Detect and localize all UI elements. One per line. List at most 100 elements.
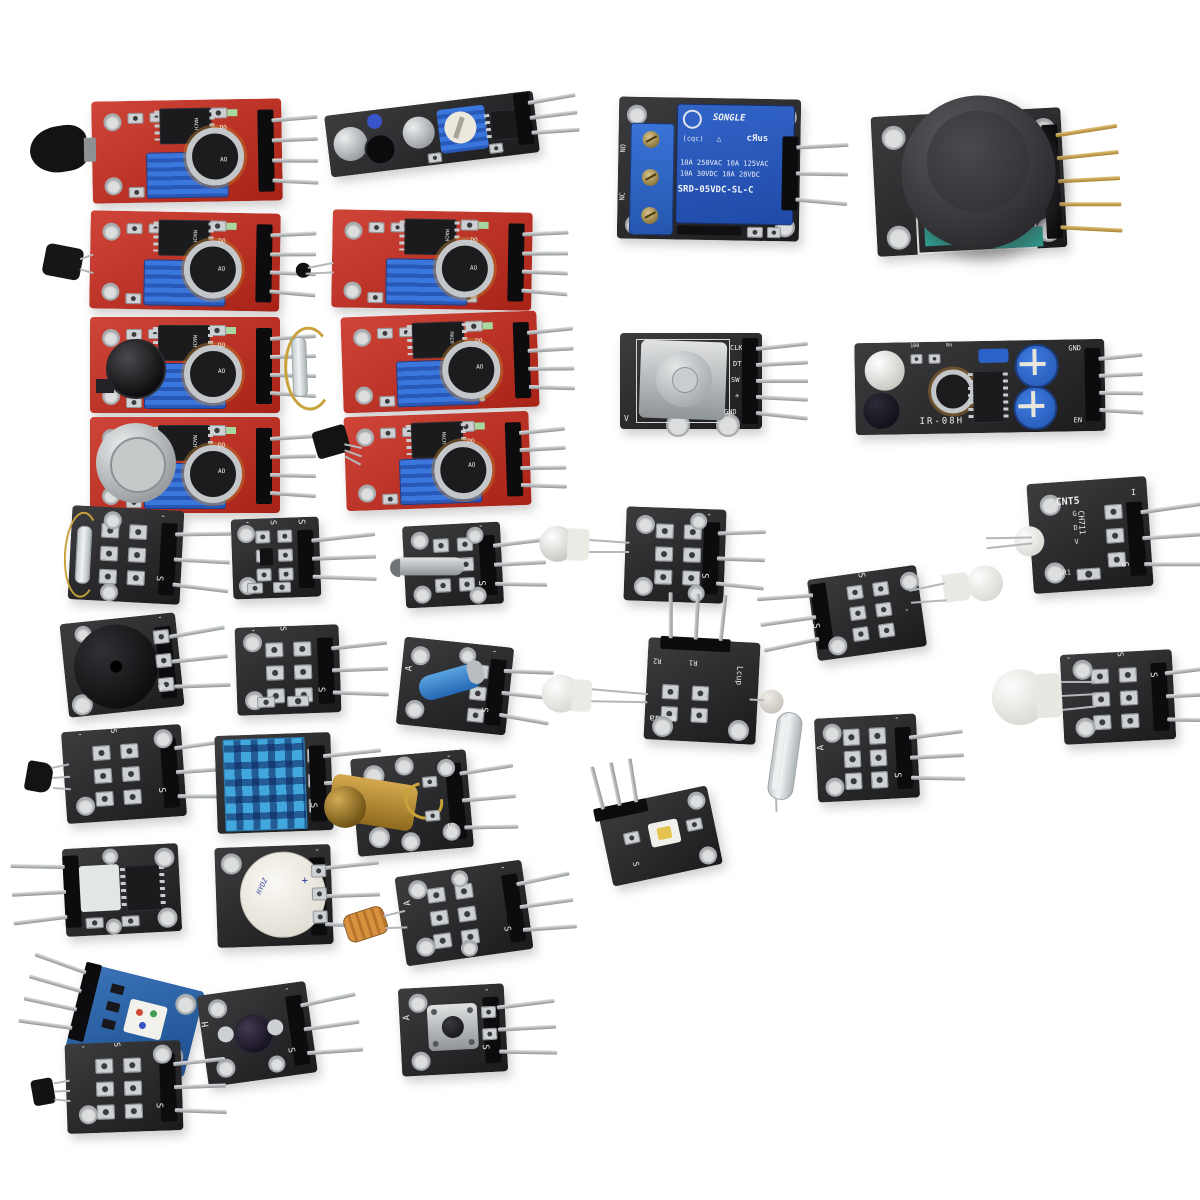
header-pin: [173, 557, 230, 565]
photoresistor-module-module: A-S: [341, 859, 577, 967]
header-pin: [1098, 372, 1143, 378]
solder-pad: [119, 742, 139, 760]
solder-pad: [311, 887, 328, 901]
pcb-label: S: [478, 706, 489, 714]
pcb-label: S: [278, 625, 288, 632]
header-pin: [760, 615, 817, 627]
line-tracking-sensor-module: [324, 90, 580, 178]
header-pin: [10, 864, 65, 869]
pcb-label: CNT5: [1055, 495, 1081, 509]
solder-pad: [844, 772, 863, 791]
solder-pad: [429, 909, 450, 927]
pcb-label: MACH: [191, 335, 197, 348]
solder-pad: [128, 186, 145, 199]
component: [482, 322, 493, 330]
header-pin: [1144, 562, 1200, 567]
solder-pad: [427, 152, 443, 164]
pcb-label: 10A 30VDC 10A 28VDC: [679, 169, 761, 179]
pcb-label: CLK: [730, 344, 743, 352]
solder-pad: [871, 580, 890, 597]
component: [259, 548, 274, 566]
header-pin: [461, 793, 516, 803]
ic-legs: [208, 327, 213, 357]
active-buzzer-module: HYDZ+-S: [214, 844, 382, 948]
pcb-label: V: [624, 414, 629, 423]
header-pin: [796, 142, 849, 150]
pcb-label: S: [1118, 561, 1130, 568]
component: [226, 327, 236, 334]
solder-pad: [1120, 712, 1140, 729]
solder-pad: [434, 578, 452, 593]
solder-pad: [910, 353, 923, 365]
solder-pad: [1118, 666, 1138, 683]
sensor-ring: [184, 445, 242, 503]
header-pin: [589, 766, 606, 810]
header-pin: [23, 996, 78, 1012]
header-pin: [459, 763, 514, 776]
pcb-label: -: [314, 845, 321, 856]
pcb-label: Rп: [946, 342, 953, 349]
pcb-label: R1: [688, 658, 698, 667]
solder-pad: [376, 327, 394, 340]
pcb-label: -: [156, 612, 164, 624]
pcb-label: DO: [218, 342, 226, 349]
mounting-hole: [716, 413, 740, 437]
solder-pad: [95, 1081, 115, 1097]
lead-wire: [1061, 680, 1096, 683]
ic-legs: [399, 220, 405, 251]
pcb-label: GND: [1068, 344, 1082, 353]
header-pin: [528, 366, 575, 371]
pcb-label: cЯus: [746, 133, 769, 145]
solder-pad: [124, 1103, 144, 1119]
component: [474, 422, 485, 430]
pcb-label: D: [1073, 523, 1078, 533]
solder-pad: [928, 353, 941, 364]
pin-header-base: [256, 328, 272, 404]
solder-pad: [126, 570, 146, 587]
pcb-label: AO: [218, 368, 226, 375]
header-pin: [522, 251, 569, 256]
header-pin: [908, 729, 963, 740]
header-pin: [755, 341, 808, 351]
pcb-label: AO: [469, 264, 478, 272]
pcb-label: GND: [724, 408, 737, 416]
pcb-label: R2: [652, 656, 662, 665]
header-pin: [668, 592, 673, 639]
pcb-label: S: [268, 519, 278, 526]
header-pin: [332, 690, 389, 697]
solder-pad: [846, 584, 864, 601]
solder-pad: [464, 320, 483, 333]
microphone-sensor-module: DO AO MACH: [90, 317, 317, 413]
pcb-label: AO: [220, 156, 228, 164]
laser-module-module: -S: [322, 749, 519, 857]
solder-pad: [379, 395, 396, 408]
pcb-label: -: [80, 1042, 87, 1053]
header-pin: [795, 171, 848, 177]
pcb-label: SRD-05VDC-SL-C: [677, 184, 754, 196]
pcb-label: SW: [731, 376, 740, 384]
solder-pad: [278, 567, 294, 581]
solder-pad: [127, 112, 144, 125]
pcb-label: 100: [910, 343, 920, 350]
solder-pad: [681, 570, 701, 586]
header-pin: [522, 924, 577, 932]
header-pin: [311, 532, 376, 543]
lead-wire: [589, 539, 630, 544]
pcb-label: AO: [218, 468, 226, 475]
solder-pad: [368, 221, 385, 234]
header-pin: [11, 889, 67, 897]
pcb-label: +: [301, 873, 309, 888]
ir-emitter-module-module: H-S: [196, 980, 364, 1088]
pcb-label: -: [706, 510, 713, 521]
header-pin: [28, 974, 82, 994]
solder-pad: [842, 728, 861, 747]
solder-pad: [460, 219, 479, 231]
component: [96, 379, 114, 393]
header-pin: [307, 1047, 364, 1056]
solder-pad: [126, 222, 143, 235]
header-pin: [13, 914, 68, 926]
header-pin: [270, 231, 317, 238]
